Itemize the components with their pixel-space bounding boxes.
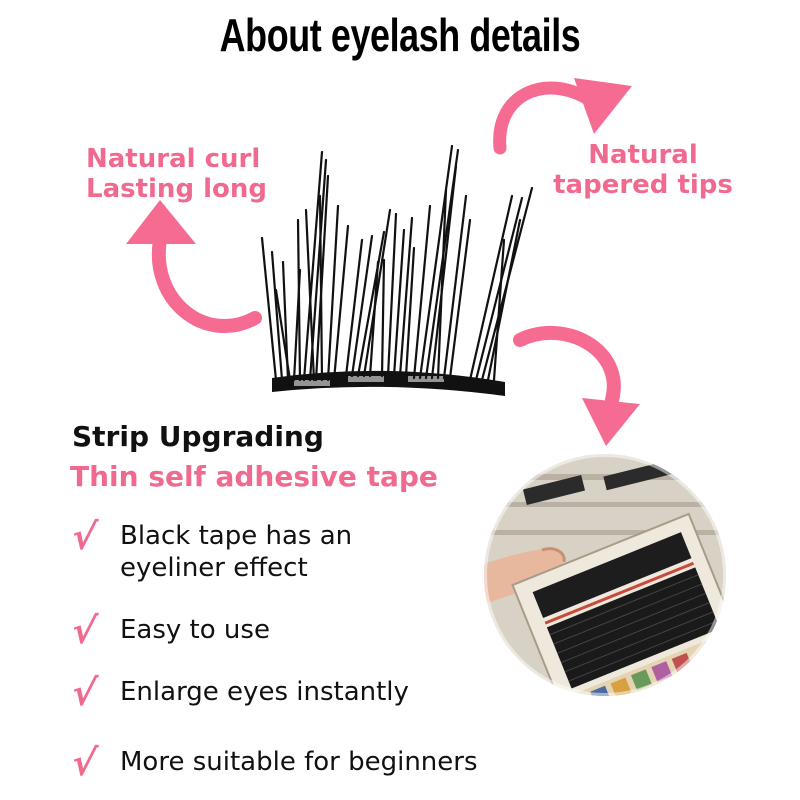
feature-text: Black tape has an eyeliner effect [120,521,353,583]
check-icon: √ [69,743,99,784]
arrowhead-left-icon [126,200,196,244]
callout-right-line1: Natural [588,140,698,170]
curved-arrow-left-icon [151,233,262,333]
feature-text: Enlarge eyes instantly [120,677,409,707]
curved-arrow-bottom-icon [513,325,621,407]
callout-left-line1: Natural curl [86,144,261,174]
feature-item: √ Black tape has an eyeliner effect [69,517,420,584]
feature-item: √ Enlarge eyes instantly [69,673,409,714]
check-icon: √ [69,517,99,558]
lash-tray-photo [484,454,726,696]
check-icon: √ [69,611,99,652]
arrowhead-top-icon [574,78,632,134]
eyelash-strip-image [260,144,534,396]
feature-item: √ Easy to use [69,611,270,652]
strip-subheading: Thin self adhesive tape [70,460,438,493]
feature-text: More suitable for beginners [120,747,478,777]
callout-left-line2: Lasting long [86,174,267,204]
arrowhead-bottom-icon [582,398,640,446]
feature-item: √ More suitable for beginners [69,743,478,784]
lash-tray-photo-image [484,454,726,696]
check-icon: √ [69,673,99,714]
curved-arrow-top-icon [493,81,597,155]
feature-text: Easy to use [120,615,270,645]
callout-natural-curl: Natural curl Lasting long [86,144,267,204]
strip-heading: Strip Upgrading [72,420,324,453]
page-title: About eyelash details [219,9,581,61]
callout-right-line2: tapered tips [553,170,733,200]
callout-tapered-tips: Natural tapered tips [548,140,738,200]
